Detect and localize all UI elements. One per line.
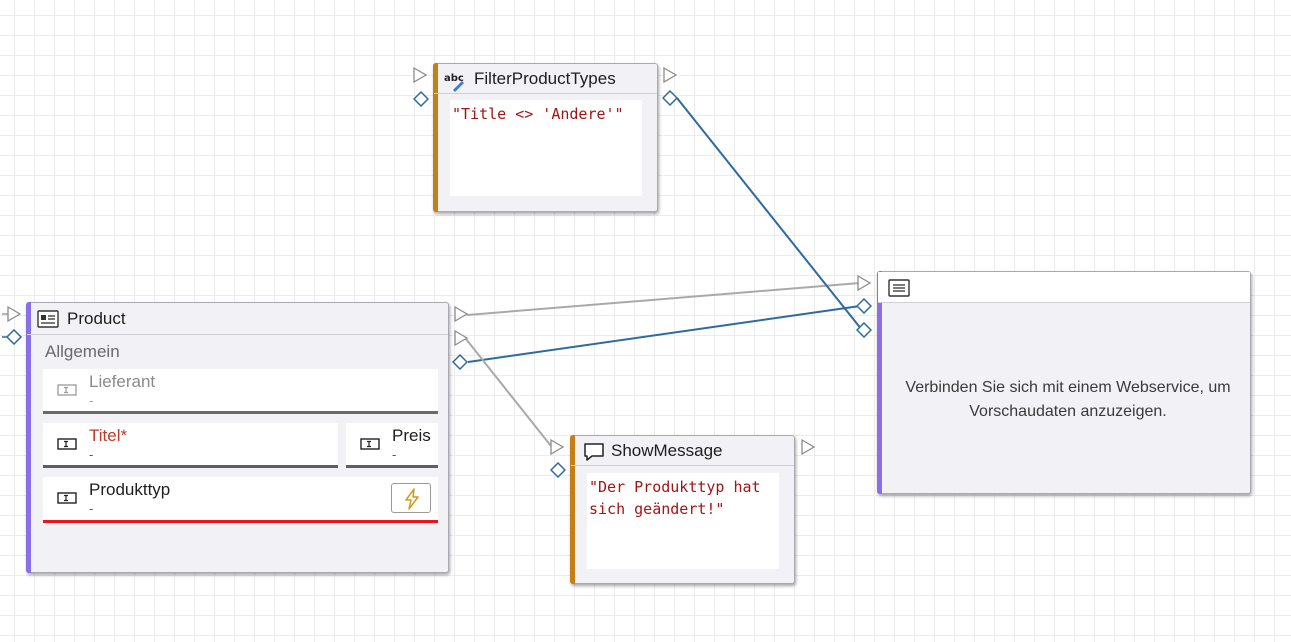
empty-state-message: Verbinden Sie sich mit einem Webservice,… [905,379,1231,420]
action-stripe [433,63,438,212]
flow-wire-product-to-showmessage [465,338,552,447]
data-output-port[interactable] [662,90,678,106]
data-input-port[interactable] [413,91,429,107]
field-value: - [89,502,94,516]
data-input-port[interactable] [856,298,872,314]
component-stripe [26,302,31,573]
flow-output-port[interactable] [662,66,678,84]
field-label: Lieferant [89,372,156,391]
data-input-port[interactable] [856,322,872,338]
field-produkttyp[interactable]: Produkttyp - [43,477,438,523]
node-header [878,272,1250,303]
node-header: Product [27,303,448,335]
text-field-icon [57,384,77,396]
node-title: Product [67,309,126,328]
svg-text:abc: abc [444,73,464,84]
data-input-port[interactable] [550,462,566,478]
event-trigger-button[interactable] [391,483,431,513]
flow-input-port[interactable] [2,305,22,323]
flow-input-port[interactable] [856,274,872,292]
abc-formula-icon: abc [444,73,464,92]
flow-output-port[interactable] [800,438,816,456]
field-value: - [392,448,397,462]
node-title: ShowMessage [611,441,723,460]
field-titel[interactable]: Titel* - [43,423,338,468]
data-input-port[interactable] [2,329,24,345]
text-field-icon [57,438,77,450]
flow-wire-product-to-datasource [466,282,861,316]
speech-bubble-icon [584,443,604,461]
data-output-port[interactable] [452,354,468,370]
filter-product-types-node[interactable]: abc FilterProductTypes "Title <> 'Andere… [433,63,658,212]
datasource-node[interactable]: Verbinden Sie sich mit einem Webservice,… [877,271,1251,494]
product-form-node[interactable]: Product Allgemein Lieferant - Titel* - P… [26,302,449,573]
field-preis[interactable]: Preis - [346,423,438,468]
field-value: - [89,394,94,408]
flow-output-port[interactable] [453,305,469,323]
list-icon [888,279,910,297]
form-icon [37,310,59,328]
expression-editor[interactable]: "Title <> 'Andere'" [450,100,642,196]
show-message-node[interactable]: ShowMessage "Der Produkttyp hat sich geä… [570,435,795,584]
event-output-port[interactable] [453,329,469,347]
flow-input-port[interactable] [412,66,428,84]
field-value: - [89,448,94,462]
component-stripe [877,271,882,494]
action-stripe [570,435,575,584]
node-header: abc FilterProductTypes [434,64,657,94]
field-label: Titel* [89,426,128,445]
data-wire-product-to-datasource [467,305,861,363]
section-header: Allgemein [45,342,120,361]
flow-input-port[interactable] [549,438,565,456]
node-header: ShowMessage [571,436,794,466]
text-field-icon [57,492,77,504]
field-label: Preis [392,426,431,445]
node-title: FilterProductTypes [474,69,616,88]
text-field-icon [360,438,380,450]
field-label: Produkttyp [89,480,171,499]
data-wire-filter-to-datasource [676,97,863,331]
lightning-icon [405,488,419,510]
field-lieferant[interactable]: Lieferant - [43,369,438,414]
message-expression-editor[interactable]: "Der Produkttyp hat sich geändert!" [587,473,779,569]
